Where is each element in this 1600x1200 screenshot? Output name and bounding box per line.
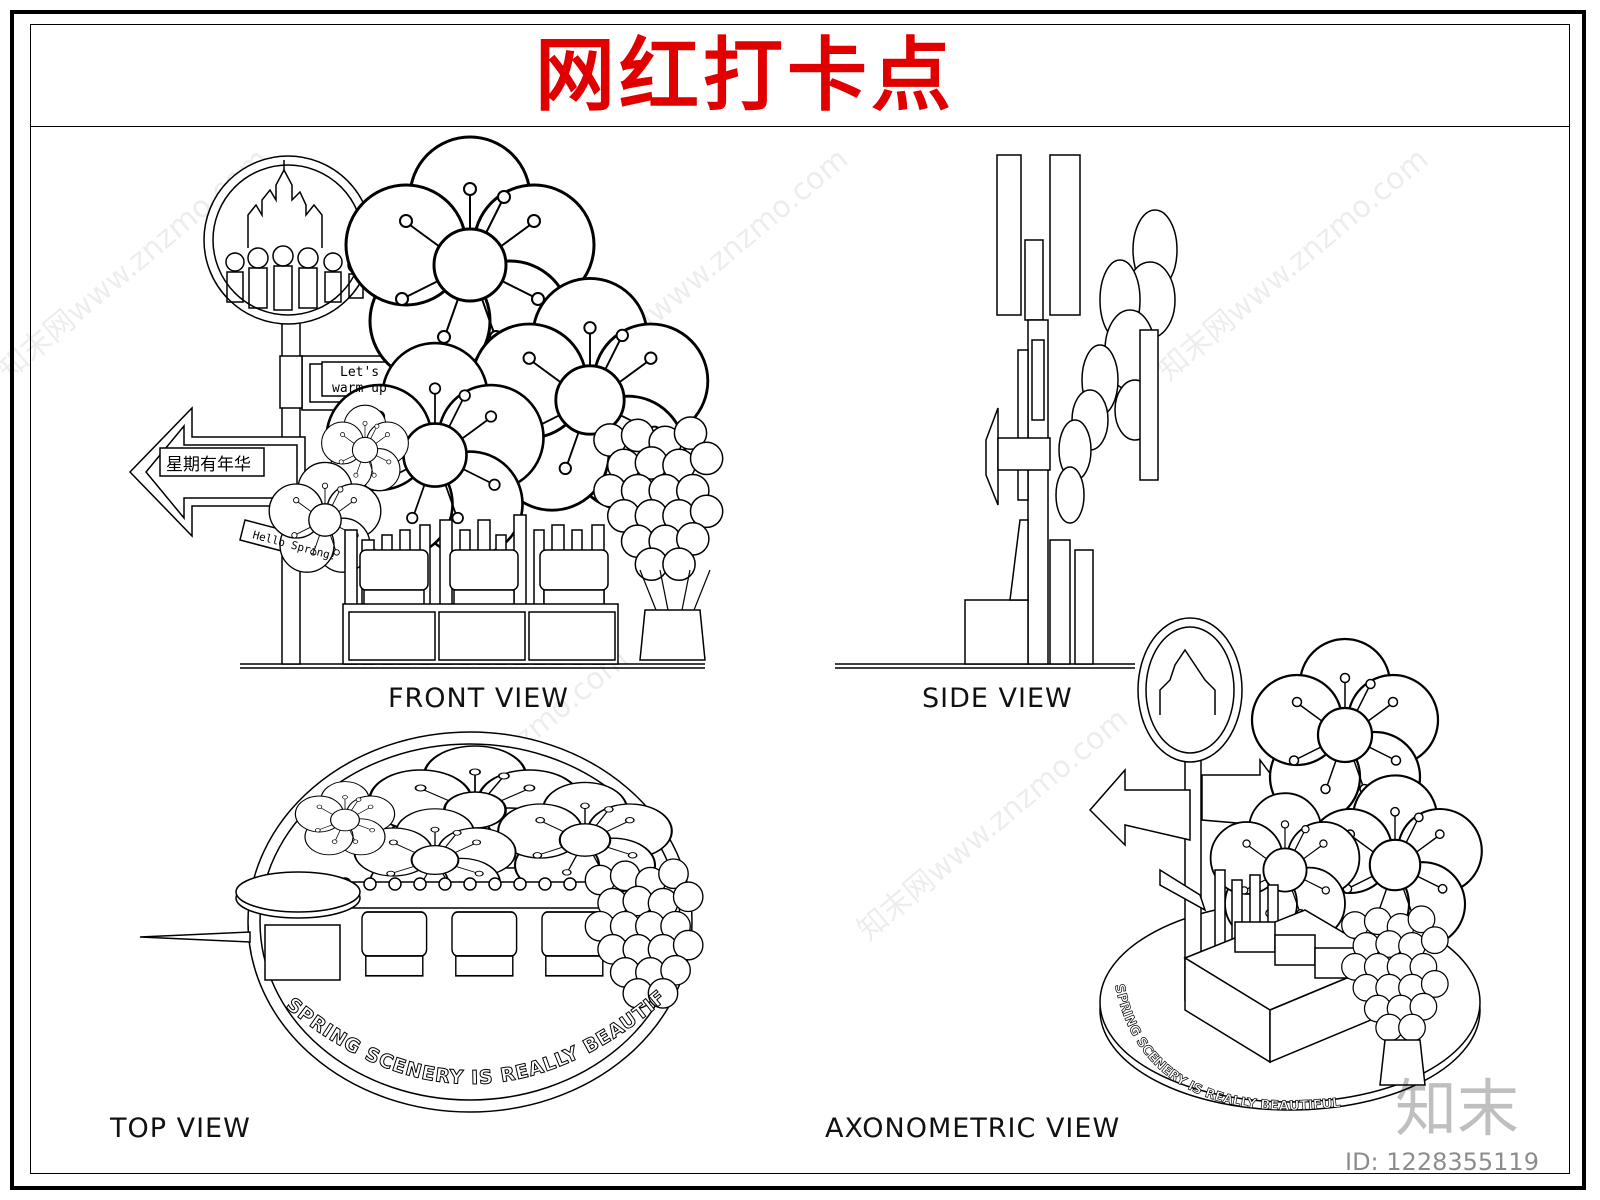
inner-frame <box>30 24 1570 1174</box>
front-view <box>128 135 724 669</box>
side-view-label: SIDE VIEW <box>922 683 1073 714</box>
sign-right-line2: warm up <box>332 381 387 396</box>
top-view-label: TOP VIEW <box>110 1113 251 1144</box>
side-view <box>835 154 1178 669</box>
outer-frame <box>10 10 1586 1190</box>
title-divider <box>30 126 1570 127</box>
page-title: 网红打卡点 <box>535 29 955 122</box>
brand-id: ID: 1228355119 <box>1345 1148 1539 1176</box>
brand-logo: 知末 <box>1395 1072 1520 1145</box>
axonometric-view-label: AXONOMETRIC VIEW <box>825 1113 1121 1144</box>
sign-right-line1: Let's <box>340 365 379 380</box>
top-view <box>139 731 704 1113</box>
axonometric-view <box>1088 617 1483 1111</box>
sign-left-text: 星期有年华 <box>166 455 251 475</box>
front-view-label: FRONT VIEW <box>388 683 570 714</box>
